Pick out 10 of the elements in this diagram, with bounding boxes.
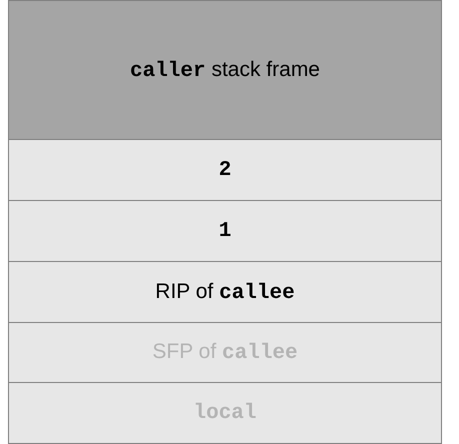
slot-label: caller stack frame xyxy=(130,58,320,82)
stack-slot xyxy=(8,383,442,444)
stack-slot xyxy=(8,201,442,262)
slot-label: RIP of callee xyxy=(155,280,295,304)
slot-label: 1 xyxy=(218,220,232,242)
stack-slot xyxy=(8,323,442,383)
stack-frame-header xyxy=(8,0,442,140)
slot-label: 2 xyxy=(218,158,232,182)
stack-slot xyxy=(8,262,442,323)
stack-slot xyxy=(8,140,442,201)
